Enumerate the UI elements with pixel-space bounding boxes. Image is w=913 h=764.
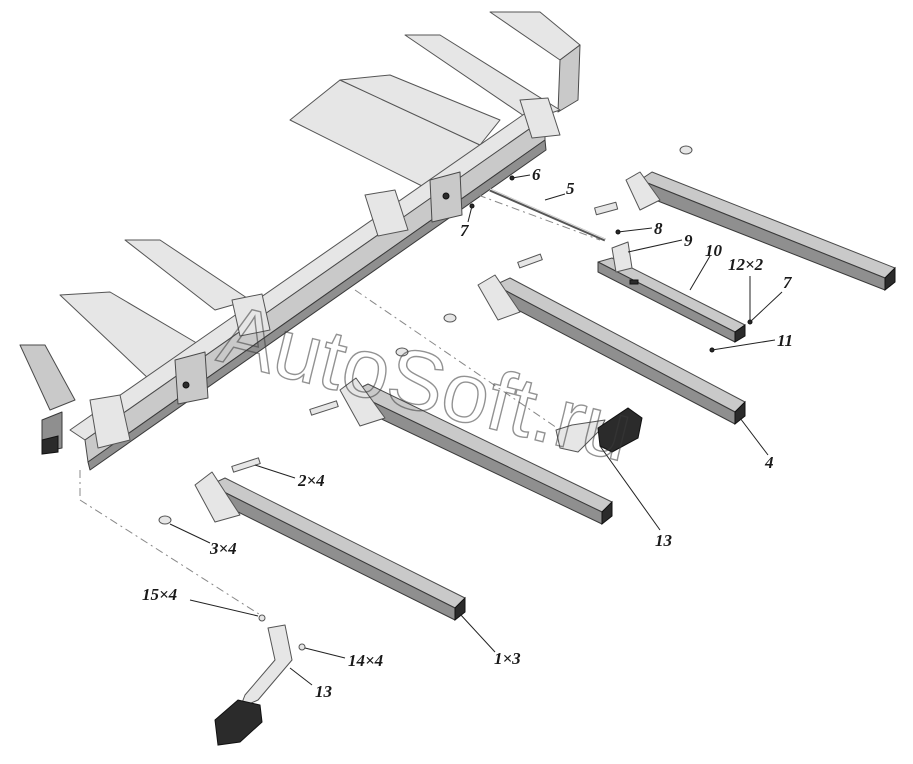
callout-11: 11 xyxy=(777,331,793,350)
callout-8: 8 xyxy=(654,219,663,238)
callout-4: 4 xyxy=(764,453,774,472)
callout-14: 14×4 xyxy=(348,651,383,670)
part-13-bracket-lower xyxy=(214,614,306,746)
part-10-crossbar xyxy=(597,241,753,353)
callout-7-left: 7 xyxy=(460,221,470,240)
assembly-axis-lines xyxy=(79,194,601,617)
callout-5: 5 xyxy=(566,179,575,198)
callout-3: 3×4 xyxy=(209,539,237,558)
callout-13-lower: 13 xyxy=(315,682,333,701)
callout-10: 10 xyxy=(705,241,723,260)
callout-12: 12×2 xyxy=(728,255,764,274)
callout-15: 15×4 xyxy=(142,585,177,604)
callout-13-upper: 13 xyxy=(655,531,673,550)
callout-1: 1×3 xyxy=(494,649,521,668)
callout-6: 6 xyxy=(532,165,541,184)
callout-9: 9 xyxy=(684,231,693,250)
part-5-rod xyxy=(469,175,621,242)
outrigger-arm-bottom xyxy=(158,457,466,622)
leader-lines xyxy=(169,174,783,686)
outrigger-arm-top-right xyxy=(594,145,896,292)
callout-2: 2×4 xyxy=(297,471,325,490)
outrigger-arm-lower xyxy=(309,347,613,526)
callout-7-right: 7 xyxy=(783,273,793,292)
callout-labels: 6 5 7 8 9 10 12×2 7 11 4 13 2×4 3×4 15×4… xyxy=(142,165,793,701)
chassis-frame xyxy=(19,11,581,471)
outrigger-arm-middle xyxy=(443,253,746,426)
